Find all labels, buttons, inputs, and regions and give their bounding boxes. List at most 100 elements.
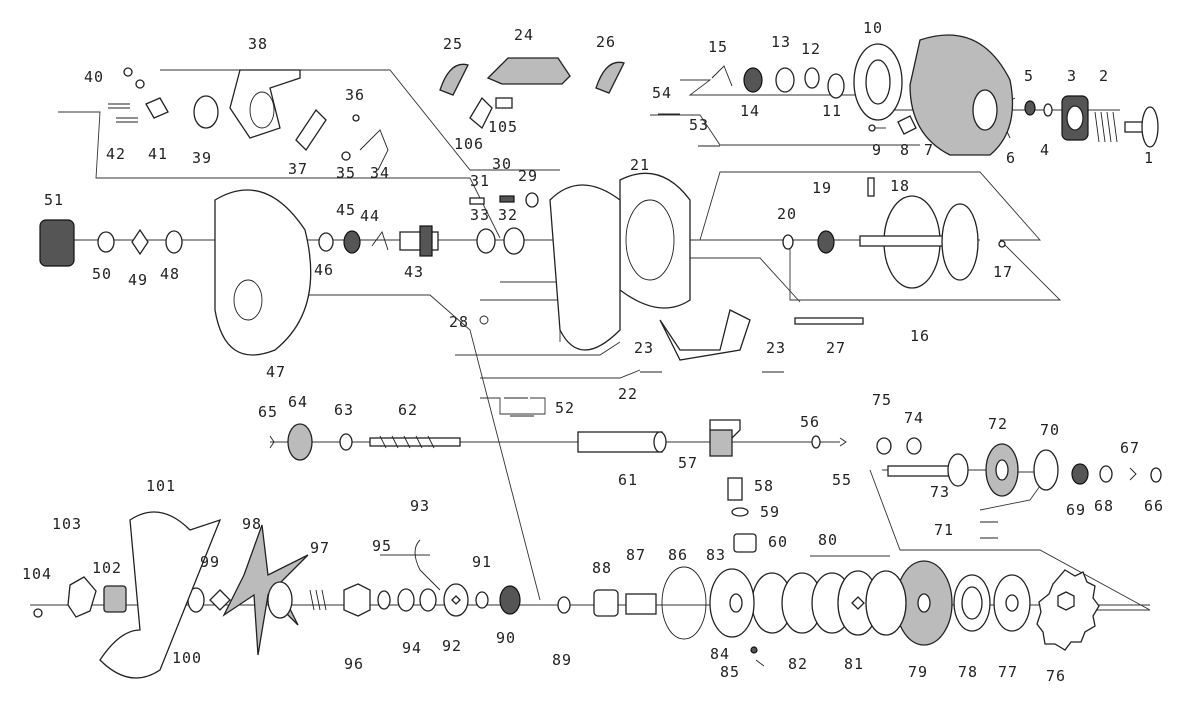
part-label-20: 20 (777, 205, 797, 223)
part-label-22: 22 (618, 385, 638, 403)
part-69-bearing (1071, 463, 1089, 485)
part-41-bracket (145, 97, 169, 119)
part-label-62: 62 (398, 401, 418, 419)
part-106-lever (469, 96, 493, 130)
part-label-11: 11 (822, 102, 842, 120)
part-101-handle (99, 511, 222, 679)
part-label-67: 67 (1120, 439, 1140, 457)
part-105-collar (495, 97, 513, 109)
part-60-cap (733, 533, 757, 553)
part-30-pin (499, 195, 515, 203)
part-label-89: 89 (552, 651, 572, 669)
part-label-10: 10 (863, 19, 883, 37)
part-label-48: 48 (160, 265, 180, 283)
part-label-49: 49 (128, 271, 148, 289)
part-50-washer (97, 231, 115, 253)
part-labels: 1 2 3 4 5 6 7 8 9 10 11 12 13 14 15 16 1… (22, 19, 1163, 685)
part-55-clip (839, 437, 847, 447)
part-45-bearing (343, 230, 361, 254)
part-37-lever (295, 108, 327, 152)
part-61-tube (577, 431, 667, 453)
part-label-82: 82 (788, 655, 808, 673)
part-33-collar (476, 228, 496, 254)
part-42-springs (108, 103, 138, 123)
part-label-55: 55 (832, 471, 852, 489)
part-label-74: 74 (904, 409, 924, 427)
part-label-18: 18 (890, 177, 910, 195)
part-85-pin (755, 659, 765, 667)
part-103-retainer (67, 576, 97, 618)
part-36-screw (352, 114, 360, 122)
part-97-spring (309, 589, 327, 611)
part-label-85: 85 (720, 663, 740, 681)
part-label-9: 9 (872, 141, 882, 159)
part-label-38: 38 (248, 35, 268, 53)
part-label-64: 64 (288, 393, 308, 411)
part-40-screws (123, 67, 145, 89)
part-label-104: 104 (22, 565, 52, 583)
part-63-bearing (339, 433, 353, 451)
part-28-clip (479, 315, 489, 325)
part-3-knob (1061, 95, 1089, 141)
part-47-side-plate (214, 189, 312, 356)
part-22-trigger-frame (659, 309, 751, 361)
part-11-washer (827, 73, 845, 99)
part-74-washer (906, 437, 922, 455)
part-label-21: 21 (630, 156, 650, 174)
part-89-washer (557, 596, 571, 614)
part-label-15: 15 (708, 38, 728, 56)
part-label-99: 99 (200, 553, 220, 571)
part-label-13: 13 (771, 33, 791, 51)
part-25-button (439, 63, 469, 96)
part-label-83: 83 (706, 546, 726, 564)
part-label-39: 39 (192, 149, 212, 167)
part-104-screw (33, 608, 43, 618)
part-label-94: 94 (402, 639, 422, 657)
part-label-40: 40 (84, 68, 104, 86)
part-7-side-cover (909, 34, 1014, 156)
part-label-102: 102 (92, 559, 122, 577)
part-label-24: 24 (514, 26, 534, 44)
part-label-34: 34 (370, 164, 390, 182)
part-label-44: 44 (360, 207, 380, 225)
part-label-79: 79 (908, 663, 928, 681)
part-label-6: 6 (1006, 149, 1016, 167)
part-label-61: 61 (618, 471, 638, 489)
part-label-87: 87 (626, 546, 646, 564)
part-label-58: 58 (754, 477, 774, 495)
part-label-59: 59 (760, 503, 780, 521)
part-label-75: 75 (872, 391, 892, 409)
part-91-washer (475, 591, 489, 609)
part-label-23-left: 23 (634, 339, 654, 357)
part-label-90: 90 (496, 629, 516, 647)
part-label-78: 78 (958, 663, 978, 681)
part-66-washer (1150, 467, 1162, 483)
part-label-86: 86 (668, 546, 688, 564)
part-label-7: 7 (924, 141, 934, 159)
part-label-47: 47 (266, 363, 286, 381)
part-label-92: 92 (442, 637, 462, 655)
part-label-42: 42 (106, 145, 126, 163)
part-label-81: 81 (844, 655, 864, 673)
part-2-spring (1094, 111, 1118, 143)
part-26-button (595, 61, 625, 94)
part-label-33: 33 (470, 206, 490, 224)
part-4-washer (1043, 103, 1053, 117)
part-label-2: 2 (1099, 67, 1109, 85)
part-label-105: 105 (488, 118, 518, 136)
part-label-32: 32 (498, 206, 518, 224)
part-46-collar (318, 232, 334, 252)
part-43-pinion (399, 225, 439, 257)
part-73-shaft (887, 453, 969, 487)
part-57-line-guide (709, 419, 741, 457)
part-label-51: 51 (44, 191, 64, 209)
part-52-screws (504, 397, 534, 417)
part-31-pin (469, 197, 485, 205)
part-80-drag-washers (751, 572, 853, 634)
part-label-27: 27 (826, 339, 846, 357)
part-label-95: 95 (372, 537, 392, 555)
part-label-93: 93 (410, 497, 430, 515)
part-84-pawl (750, 646, 758, 654)
part-64-gear (287, 423, 313, 461)
part-label-30: 30 (492, 155, 512, 173)
